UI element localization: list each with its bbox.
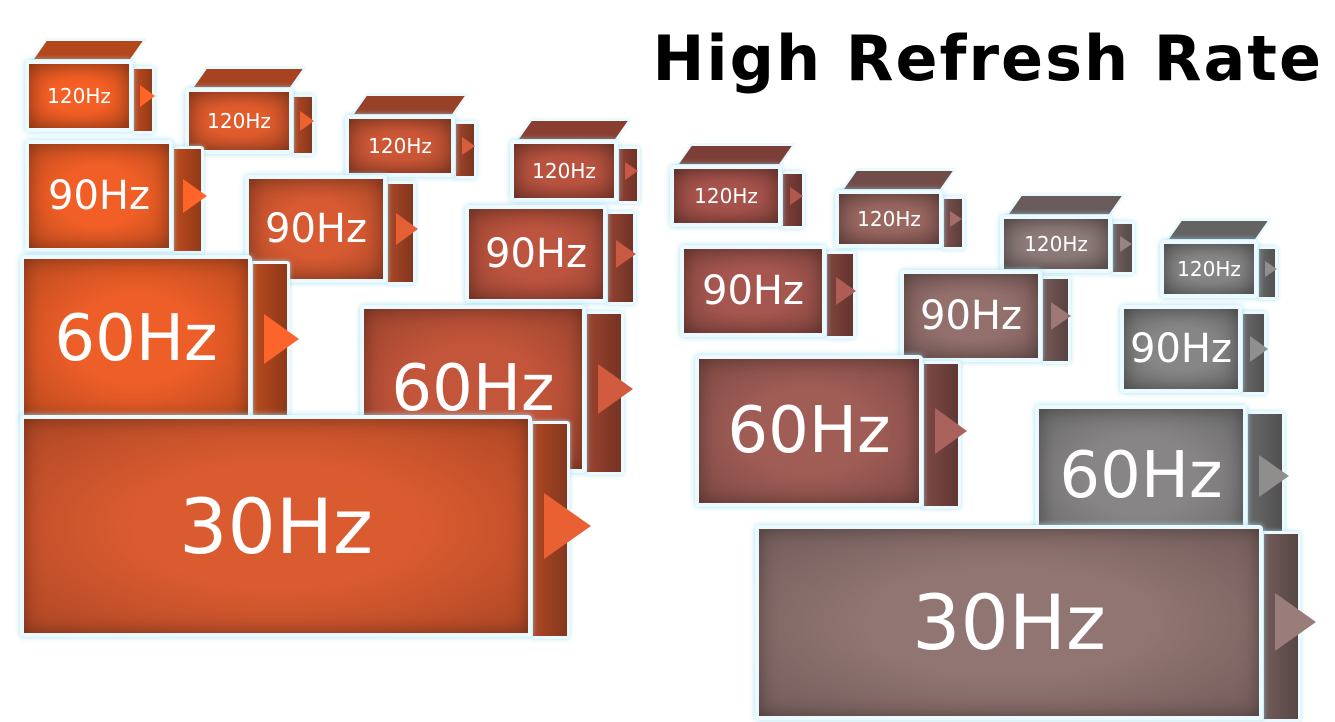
r120-block: 120Hz	[1160, 240, 1258, 298]
r60-arrow-icon	[598, 364, 633, 414]
r30-arrow-icon	[544, 492, 591, 559]
r120-arrow-icon	[300, 111, 315, 131]
r120-block: 120Hz	[510, 140, 618, 202]
r60-arrow-icon	[264, 314, 299, 364]
r120-block-top	[1004, 193, 1127, 217]
r120-block: 120Hz	[345, 115, 455, 177]
r120-arrow-icon	[789, 186, 803, 205]
r90-block: 90Hz	[465, 205, 607, 303]
r60-arrow-icon	[1259, 454, 1289, 497]
r90-block: 90Hz	[900, 270, 1042, 362]
r120-arrow-icon	[462, 136, 476, 155]
r90-arrow-icon	[1250, 336, 1269, 362]
r120-block-top	[839, 168, 958, 192]
r120-arrow-icon	[140, 85, 156, 107]
r120-arrow-icon	[625, 161, 639, 180]
r90-block: 90Hz	[1120, 305, 1242, 393]
r60-arrow-icon	[935, 408, 967, 454]
r120-block-top	[514, 118, 633, 142]
r120-block: 120Hz	[835, 190, 943, 248]
r60-block: 60Hz	[20, 255, 252, 423]
r30-block: 30Hz	[20, 415, 532, 637]
r120-block: 120Hz	[670, 165, 782, 227]
r90-arrow-icon	[396, 213, 419, 245]
r30-block: 30Hz	[755, 525, 1263, 720]
headline-title: High Refresh Rate	[652, 22, 1323, 95]
r90-arrow-icon	[616, 239, 637, 268]
r120-block: 120Hz	[185, 88, 293, 154]
r120-block: 120Hz	[25, 60, 133, 132]
r60-block: 60Hz	[1035, 405, 1247, 547]
r120-block-top	[29, 38, 148, 62]
r90-arrow-icon	[182, 179, 207, 213]
r120-block-top	[349, 93, 470, 117]
r30-arrow-icon	[1275, 593, 1316, 651]
r120-arrow-icon	[1119, 235, 1132, 252]
r120-block: 120Hz	[1000, 215, 1112, 273]
r120-block-top	[674, 143, 797, 167]
r90-block: 90Hz	[25, 140, 173, 252]
r120-arrow-icon	[950, 210, 963, 227]
r90-arrow-icon	[835, 277, 856, 305]
r120-block-top	[1164, 218, 1273, 242]
r120-block-top	[189, 66, 308, 90]
r60-block: 60Hz	[695, 355, 923, 507]
r120-arrow-icon	[1264, 260, 1277, 277]
r90-block: 90Hz	[680, 245, 826, 337]
r90-arrow-icon	[1051, 302, 1072, 330]
